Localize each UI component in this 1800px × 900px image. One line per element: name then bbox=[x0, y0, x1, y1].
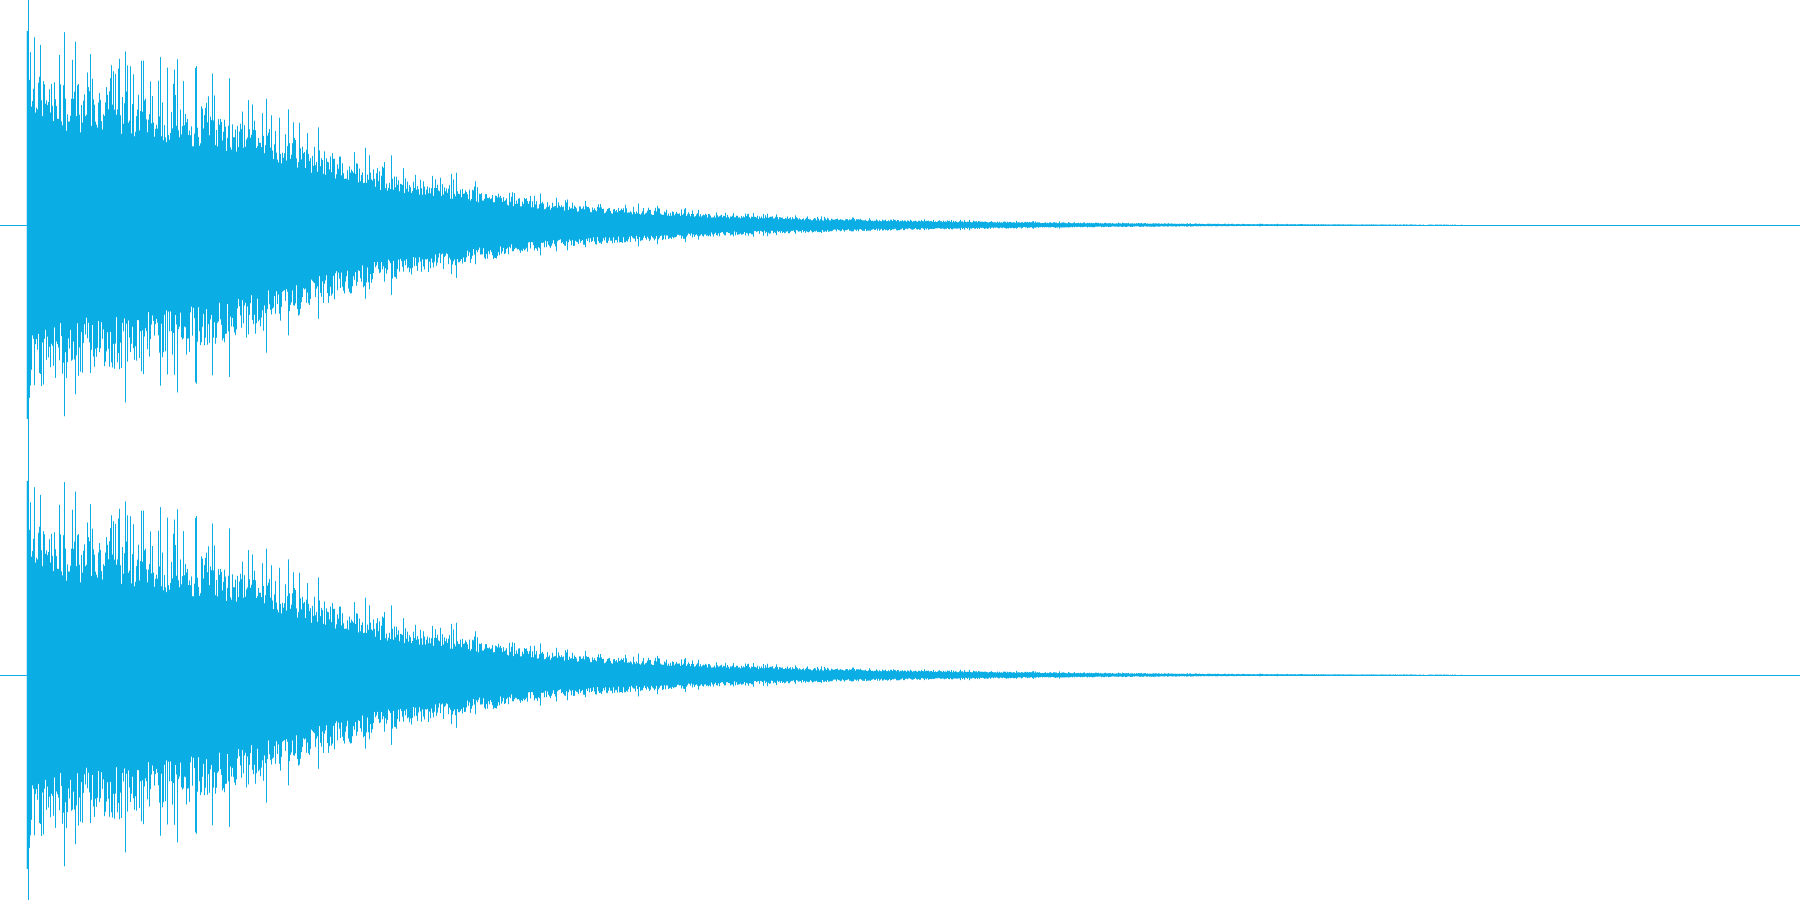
channel-2-waveform bbox=[27, 450, 1462, 900]
waveform-channel-1 bbox=[0, 0, 1800, 450]
waveform-channel-2 bbox=[0, 450, 1800, 900]
channel-1-waveform bbox=[27, 0, 1462, 450]
